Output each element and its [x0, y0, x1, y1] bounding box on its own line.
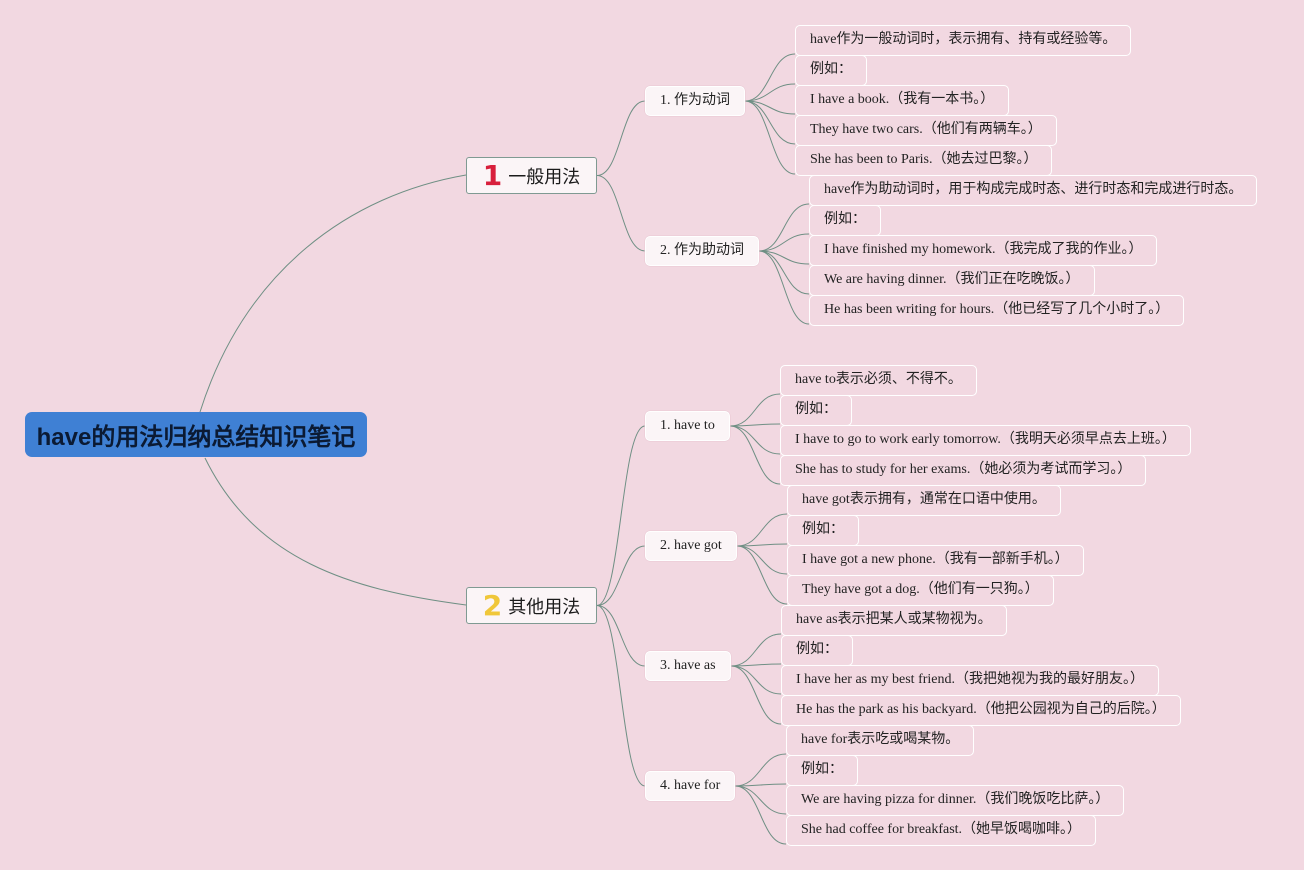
- connector-line: [734, 753, 787, 787]
- connector-line: [729, 425, 781, 485]
- leaf-item[interactable]: I have a book.（我有一本书。）: [795, 85, 1010, 116]
- leaf-item[interactable]: 例如：: [781, 635, 853, 666]
- connector-line: [730, 665, 782, 695]
- connector-line: [744, 100, 796, 145]
- leaf-item[interactable]: 例如：: [780, 395, 852, 426]
- leaf-item[interactable]: have作为助动词时，用于构成完成时态、进行时态和完成进行时态。: [809, 175, 1258, 206]
- leaf-item[interactable]: 例如：: [795, 55, 867, 86]
- connector-line: [729, 425, 781, 455]
- connector-line: [734, 785, 787, 815]
- leaf-item[interactable]: have for表示吃或喝某物。: [786, 725, 975, 756]
- connector-line: [730, 663, 782, 667]
- connector-line: [596, 545, 646, 606]
- leaf-item[interactable]: 例如：: [787, 515, 859, 546]
- branch-other-usage[interactable]: 2 其他用法: [466, 587, 597, 624]
- connector-line: [744, 83, 796, 102]
- leaf-item[interactable]: She has been to Paris.（她去过巴黎。）: [795, 145, 1053, 176]
- leaf-item[interactable]: I have finished my homework.（我完成了我的作业。）: [809, 235, 1158, 266]
- leaf-item[interactable]: She has to study for her exams.（她必须为考试而学…: [780, 455, 1147, 486]
- connector-line: [736, 545, 788, 605]
- connector-line: [758, 250, 810, 325]
- connector-line: [744, 53, 796, 102]
- connector-line: [596, 100, 646, 176]
- leaf-item[interactable]: have作为一般动词时，表示拥有、持有或经验等。: [795, 25, 1132, 56]
- topic-have-to[interactable]: 1. have to: [645, 411, 730, 441]
- connector-line: [758, 250, 810, 295]
- connector-line: [199, 174, 467, 413]
- leaf-item[interactable]: I have got a new phone.（我有一部新手机。）: [787, 545, 1084, 576]
- connector-line: [596, 175, 646, 252]
- connector-line: [596, 425, 646, 606]
- connector-line: [596, 605, 646, 667]
- connector-line: [734, 785, 787, 845]
- connector-line: [729, 393, 781, 427]
- leaf-item[interactable]: 例如：: [786, 755, 858, 786]
- leaf-item[interactable]: He has been writing for hours.（他已经写了几个小时…: [809, 295, 1185, 326]
- connector-line: [736, 513, 788, 547]
- leaf-item[interactable]: have as表示把某人或某物视为。: [781, 605, 1007, 636]
- connector-line: [596, 605, 646, 787]
- number-two-icon: 2: [482, 588, 503, 622]
- branch-general-usage[interactable]: 1 一般用法: [466, 157, 597, 194]
- number-one-icon: 1: [482, 158, 503, 192]
- connector-line: [736, 545, 788, 575]
- leaf-item[interactable]: They have two cars.（他们有两辆车。）: [795, 115, 1057, 146]
- connector-line: [729, 423, 781, 427]
- leaf-item[interactable]: They have got a dog.（他们有一只狗。）: [787, 575, 1054, 606]
- connector-line: [734, 783, 787, 787]
- topic-have-for[interactable]: 4. have for: [645, 771, 736, 801]
- leaf-item[interactable]: 例如：: [809, 205, 881, 236]
- leaf-item[interactable]: have to表示必须、不得不。: [780, 365, 977, 396]
- topic-as-verb[interactable]: 1. 作为动词: [645, 86, 745, 116]
- connector-line: [744, 100, 796, 175]
- leaf-item[interactable]: We are having dinner.（我们正在吃晚饭。）: [809, 265, 1095, 296]
- topic-have-got[interactable]: 2. have got: [645, 531, 737, 561]
- connector-line: [730, 665, 782, 725]
- leaf-item[interactable]: She had coffee for breakfast.（她早饭喝咖啡。）: [786, 815, 1097, 846]
- connector-line: [730, 633, 782, 667]
- branch-label: 其他用法: [508, 596, 581, 617]
- leaf-item[interactable]: have got表示拥有，通常在口语中使用。: [787, 485, 1061, 516]
- topic-as-auxiliary[interactable]: 2. 作为助动词: [645, 236, 759, 266]
- leaf-item[interactable]: I have her as my best friend.（我把她视为我的最好朋…: [781, 665, 1159, 696]
- topic-have-as[interactable]: 3. have as: [645, 651, 731, 681]
- connector-line: [204, 457, 467, 606]
- leaf-item[interactable]: I have to go to work early tomorrow.（我明天…: [780, 425, 1191, 456]
- leaf-item[interactable]: He has the park as his backyard.（他把公园视为自…: [781, 695, 1181, 726]
- leaf-item[interactable]: We are having pizza for dinner.（我们晚饭吃比萨。…: [786, 785, 1125, 816]
- connector-line: [758, 233, 810, 252]
- root-title[interactable]: have的用法归纳总结知识笔记: [25, 412, 367, 457]
- connector-line: [758, 203, 810, 252]
- branch-label: 一般用法: [508, 166, 581, 187]
- connector-line: [736, 543, 788, 547]
